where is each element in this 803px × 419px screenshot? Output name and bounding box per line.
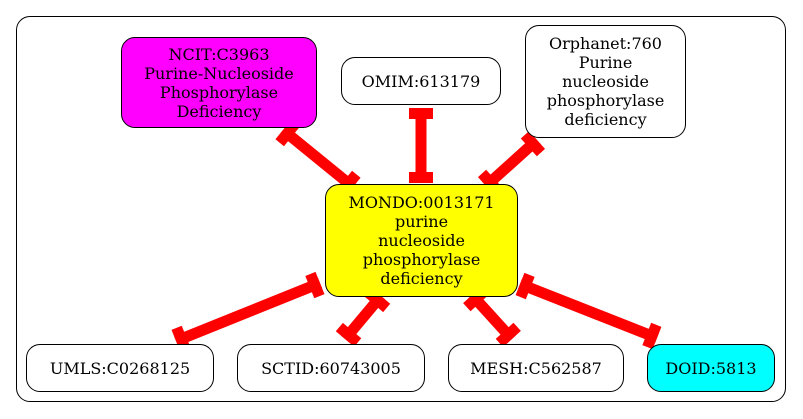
- edge-omim-tee-start: [409, 108, 433, 119]
- node-orphanet-label: Orphanet:760 Purine nucleoside phosphory…: [546, 34, 665, 129]
- node-ncit-label: NCIT:C3963 Purine-Nucleoside Phosphoryla…: [144, 44, 294, 121]
- node-doid[interactable]: DOID:5813: [647, 344, 775, 392]
- edge-mesh-tee-start: [495, 322, 521, 348]
- edge-orphanet: [482, 135, 541, 191]
- edge-umls: [173, 277, 323, 347]
- node-mondo-label: MONDO:0013171 purine nucleoside phosphor…: [348, 193, 495, 288]
- node-omim-label: OMIM:613179: [361, 71, 481, 91]
- node-ncit[interactable]: NCIT:C3963 Purine-Nucleoside Phosphoryla…: [121, 37, 317, 128]
- node-umls[interactable]: UMLS:C0268125: [26, 344, 214, 392]
- node-umls-label: UMLS:C0268125: [49, 358, 191, 378]
- edge-sctid-tee-start: [335, 322, 362, 347]
- edge-doid: [517, 278, 660, 344]
- node-mesh-label: MESH:C562587: [470, 358, 602, 378]
- edge-omim-tee-end: [409, 172, 433, 183]
- edge-doid-tee-start: [642, 322, 662, 350]
- node-sctid-label: SCTID:60743005: [261, 358, 401, 378]
- node-sctid[interactable]: SCTID:60743005: [237, 344, 425, 392]
- node-mondo-center[interactable]: MONDO:0013171 purine nucleoside phosphor…: [325, 184, 518, 297]
- graph-frame: [16, 16, 786, 402]
- edge-umls-tee-end: [305, 271, 325, 299]
- edge-orphanet-tee-start: [520, 131, 546, 157]
- node-mesh[interactable]: MESH:C562587: [448, 344, 624, 392]
- edge-doid-tee-end: [515, 272, 535, 300]
- node-orphanet[interactable]: Orphanet:760 Purine nucleoside phosphory…: [525, 25, 686, 138]
- node-omim[interactable]: OMIM:613179: [341, 57, 501, 105]
- node-doid-label: DOID:5813: [665, 358, 757, 378]
- edge-ncit: [279, 125, 357, 192]
